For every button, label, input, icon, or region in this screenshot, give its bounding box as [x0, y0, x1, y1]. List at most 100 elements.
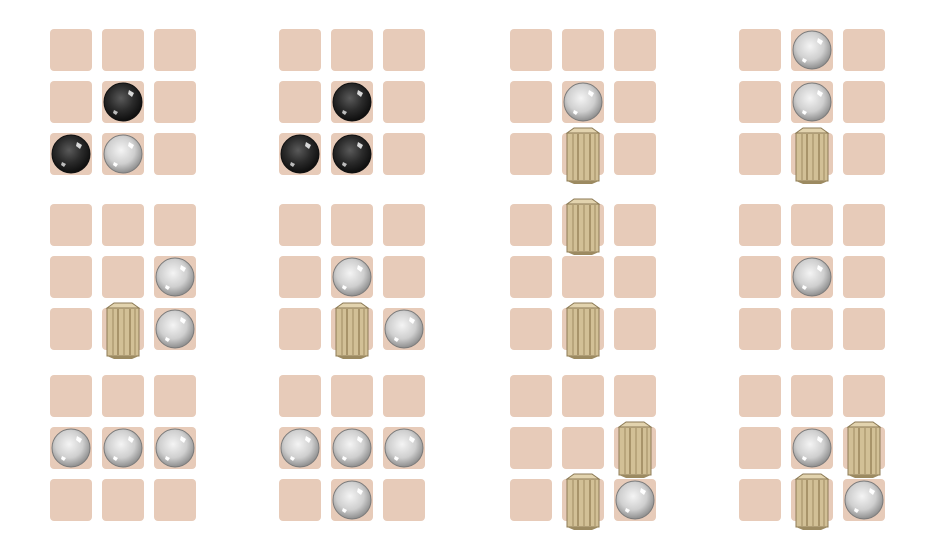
- white-ball-icon: [615, 480, 655, 520]
- grid-cell[interactable]: [279, 204, 321, 246]
- grid-cell[interactable]: [279, 308, 321, 350]
- grid-cell[interactable]: [614, 204, 656, 246]
- white-ball-icon: [792, 82, 832, 122]
- puzzle-panel: [510, 375, 658, 530]
- grid-cell[interactable]: [562, 29, 604, 71]
- puzzle-panel: [510, 29, 658, 184]
- grid-cell[interactable]: [614, 256, 656, 298]
- grid-cell[interactable]: [510, 133, 552, 175]
- grid-cell[interactable]: [383, 204, 425, 246]
- grid-cell[interactable]: [843, 81, 885, 123]
- white-ball-icon: [332, 428, 372, 468]
- grid-cell[interactable]: [331, 375, 373, 417]
- black-ball-icon: [332, 134, 372, 174]
- grid-cell[interactable]: [614, 133, 656, 175]
- grid-cell[interactable]: [102, 256, 144, 298]
- grid-cell[interactable]: [562, 375, 604, 417]
- grid-cell[interactable]: [383, 256, 425, 298]
- grid-cell[interactable]: [331, 204, 373, 246]
- grid-cell[interactable]: [154, 81, 196, 123]
- grid-cell[interactable]: [510, 479, 552, 521]
- grid-cell[interactable]: [739, 204, 781, 246]
- wooden-pillar-icon: [616, 421, 654, 479]
- grid-cell[interactable]: [102, 479, 144, 521]
- white-ball-icon: [563, 82, 603, 122]
- grid-cell[interactable]: [331, 29, 373, 71]
- grid-cell[interactable]: [383, 133, 425, 175]
- grid-cell[interactable]: [50, 375, 92, 417]
- grid-cell[interactable]: [843, 256, 885, 298]
- grid-cell[interactable]: [510, 204, 552, 246]
- puzzle-panel: [279, 204, 427, 359]
- grid-cell[interactable]: [510, 308, 552, 350]
- grid-cell[interactable]: [739, 479, 781, 521]
- grid-cell[interactable]: [562, 256, 604, 298]
- grid-cell[interactable]: [383, 81, 425, 123]
- grid-cell[interactable]: [791, 204, 833, 246]
- grid-cell[interactable]: [279, 256, 321, 298]
- grid-cell[interactable]: [383, 29, 425, 71]
- grid-cell[interactable]: [50, 479, 92, 521]
- grid-cell[interactable]: [510, 29, 552, 71]
- puzzle-panel: [279, 375, 427, 523]
- grid-cell[interactable]: [102, 204, 144, 246]
- grid-cell[interactable]: [383, 375, 425, 417]
- grid-cell[interactable]: [102, 29, 144, 71]
- white-ball-icon: [384, 428, 424, 468]
- puzzle-panel: [510, 198, 658, 359]
- grid-cell[interactable]: [279, 29, 321, 71]
- grid-cell[interactable]: [739, 29, 781, 71]
- grid-cell[interactable]: [383, 479, 425, 521]
- puzzle-panel: [50, 29, 198, 177]
- grid-cell[interactable]: [791, 375, 833, 417]
- grid-cell[interactable]: [614, 308, 656, 350]
- grid-cell[interactable]: [50, 81, 92, 123]
- grid-cell[interactable]: [562, 427, 604, 469]
- grid-cell[interactable]: [614, 81, 656, 123]
- grid-cell[interactable]: [510, 81, 552, 123]
- grid-cell[interactable]: [843, 29, 885, 71]
- grid-cell[interactable]: [510, 427, 552, 469]
- grid-cell[interactable]: [279, 479, 321, 521]
- white-ball-icon: [792, 30, 832, 70]
- grid-cell[interactable]: [510, 375, 552, 417]
- wooden-pillar-icon: [564, 302, 602, 360]
- black-ball-icon: [280, 134, 320, 174]
- grid-cell[interactable]: [739, 375, 781, 417]
- grid-cell[interactable]: [614, 29, 656, 71]
- grid-cell[interactable]: [843, 375, 885, 417]
- grid-cell[interactable]: [739, 133, 781, 175]
- grid-cell[interactable]: [279, 375, 321, 417]
- grid-cell[interactable]: [154, 479, 196, 521]
- puzzle-panel: [50, 375, 198, 523]
- grid-cell[interactable]: [739, 308, 781, 350]
- white-ball-icon: [155, 257, 195, 297]
- grid-cell[interactable]: [739, 427, 781, 469]
- grid-cell[interactable]: [50, 308, 92, 350]
- white-ball-icon: [155, 309, 195, 349]
- grid-cell[interactable]: [843, 308, 885, 350]
- grid-cell[interactable]: [614, 375, 656, 417]
- puzzle-panel: [739, 375, 887, 530]
- grid-cell[interactable]: [50, 204, 92, 246]
- wooden-pillar-icon: [845, 421, 883, 479]
- grid-cell[interactable]: [843, 133, 885, 175]
- grid-cell[interactable]: [739, 256, 781, 298]
- grid-cell[interactable]: [739, 81, 781, 123]
- grid-cell[interactable]: [154, 133, 196, 175]
- white-ball-icon: [844, 480, 884, 520]
- grid-cell[interactable]: [154, 375, 196, 417]
- grid-cell[interactable]: [791, 308, 833, 350]
- grid-cell[interactable]: [843, 204, 885, 246]
- black-ball-icon: [332, 82, 372, 122]
- wooden-pillar-icon: [564, 473, 602, 531]
- grid-cell[interactable]: [50, 256, 92, 298]
- grid-cell[interactable]: [50, 29, 92, 71]
- grid-cell[interactable]: [510, 256, 552, 298]
- white-ball-icon: [280, 428, 320, 468]
- grid-cell[interactable]: [279, 81, 321, 123]
- grid-cell[interactable]: [154, 204, 196, 246]
- grid-cell[interactable]: [102, 375, 144, 417]
- wooden-pillar-icon: [564, 198, 602, 256]
- grid-cell[interactable]: [154, 29, 196, 71]
